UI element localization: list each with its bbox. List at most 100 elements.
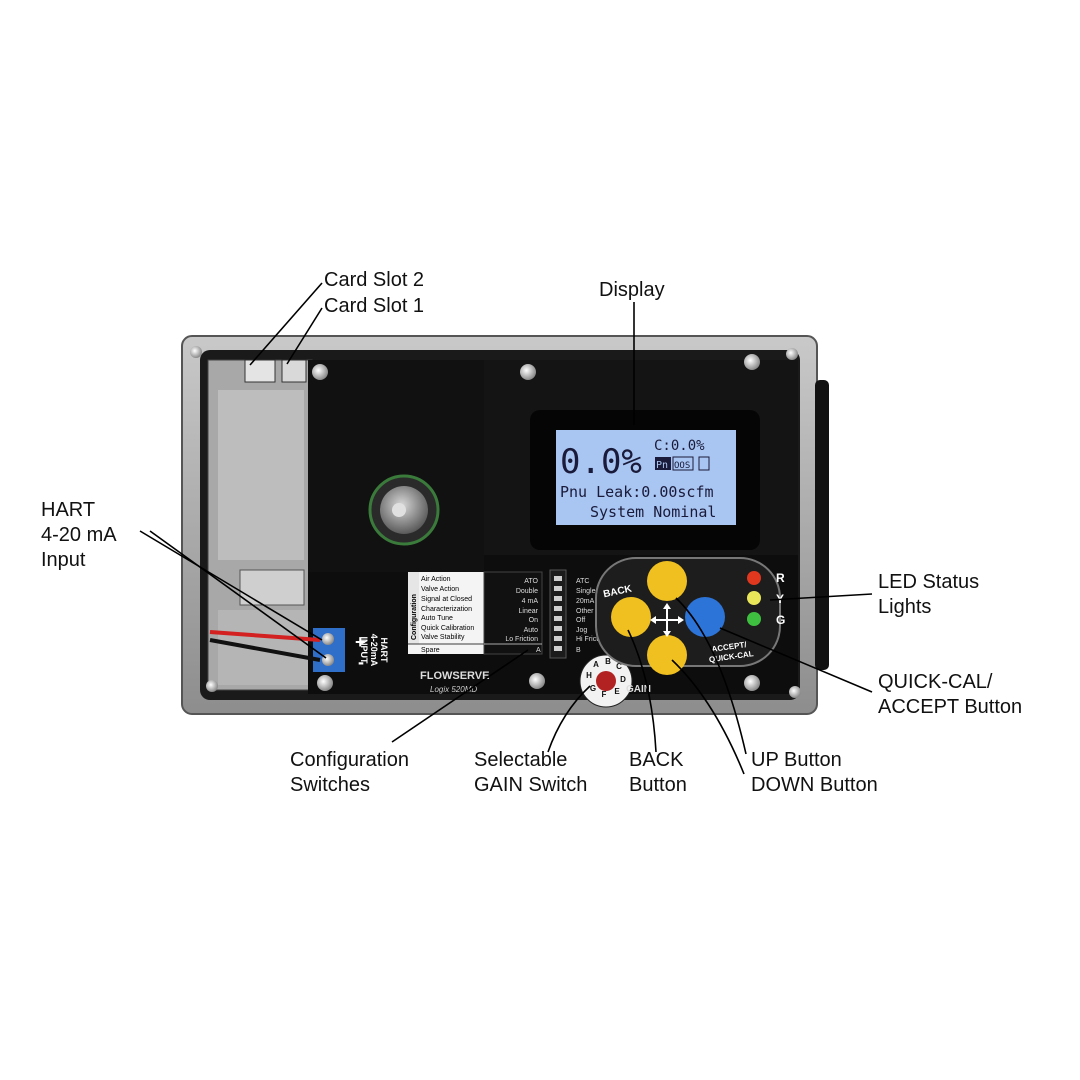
- svg-text:Hi Friction: Hi Friction: [576, 636, 608, 643]
- svg-text:R: R: [776, 571, 785, 585]
- terminal-minus: -: [358, 652, 364, 672]
- svg-text:G: G: [776, 613, 785, 627]
- callout-up-button: UP Button: [751, 749, 842, 771]
- gain-switch-knob[interactable]: [596, 671, 616, 691]
- screws: [190, 346, 801, 698]
- svg-text:20mA: 20mA: [576, 598, 595, 605]
- leader-card-slot-1: [286, 307, 323, 365]
- lcd-screen: [556, 430, 736, 525]
- move-arrows-icon: [650, 603, 684, 637]
- brand-model: Logix 520MD: [430, 685, 477, 694]
- card-slot-1: [281, 359, 307, 383]
- dip-switch-block[interactable]: [549, 569, 567, 659]
- lcd-badge-1-box: [655, 457, 671, 470]
- leader-gain: [547, 685, 591, 753]
- svg-text:Off: Off: [576, 617, 585, 624]
- input-wire-black: [209, 638, 321, 662]
- mounting-knob-pin: [392, 503, 406, 517]
- svg-text:HART: HART: [379, 638, 389, 663]
- dip-switches[interactable]: [554, 576, 562, 651]
- svg-text:Valve Stability: Valve Stability: [421, 634, 465, 641]
- leader-card-slot-2: [249, 282, 323, 366]
- leader-config: [391, 649, 529, 743]
- terminal-plus: +: [355, 632, 366, 652]
- terminal-label: HART 4-20mA INPUT: [359, 634, 389, 667]
- svg-text:Quick Calibration: Quick Calibration: [421, 625, 474, 632]
- svg-text:Other: Other: [576, 608, 594, 615]
- svg-text:Signal at Closed: Signal at Closed: [421, 596, 472, 603]
- card-slot-2: [244, 359, 276, 383]
- svg-text:E: E: [614, 687, 620, 696]
- card-bay-bracket: [239, 569, 305, 606]
- svg-text:On: On: [529, 617, 538, 624]
- leader-hart-1: [139, 530, 323, 641]
- lcd-command: C:0.0%: [654, 438, 705, 454]
- leader-up: [675, 597, 747, 755]
- callout-gain-switch: Selectable GAIN Switch: [474, 749, 588, 796]
- back-button[interactable]: [611, 597, 651, 637]
- config-heading: Configuration: [411, 594, 418, 640]
- callout-card-slot-2: Card Slot 2: [324, 269, 425, 291]
- svg-text:Auto Tune: Auto Tune: [421, 615, 453, 622]
- callout-back-button: BACK Button: [629, 749, 687, 796]
- callout-quick-cal: QUICK-CAL/ ACCEPT Button: [878, 671, 1023, 718]
- config-spare-a: A: [536, 647, 541, 654]
- lcd-badge-2-box: [672, 456, 694, 471]
- svg-text:Air Action: Air Action: [421, 576, 451, 583]
- terminal-screw-top: [322, 633, 334, 645]
- brand-name: FLOWSERVE: [420, 670, 489, 682]
- quick-cal-accept-button[interactable]: [685, 597, 725, 637]
- leader-quick-cal: [719, 627, 873, 693]
- svg-text:ATC: ATC: [576, 578, 589, 585]
- up-button[interactable]: [647, 561, 687, 601]
- callout-down-button: DOWN Button: [751, 774, 878, 796]
- svg-text:INPUT: INPUT: [359, 637, 369, 665]
- config-spare-label: Spare: [421, 647, 440, 654]
- svg-text:Linear: Linear: [519, 608, 539, 615]
- leader-lines: [139, 282, 873, 775]
- svg-text:Auto: Auto: [524, 627, 539, 634]
- leader-hart-2: [149, 530, 327, 659]
- svg-text:Lo Friction: Lo Friction: [505, 636, 538, 643]
- svg-text:C: C: [616, 662, 622, 671]
- callout-config-switches: Configuration Switches: [290, 749, 409, 796]
- leader-led: [769, 593, 873, 601]
- svg-text:Double: Double: [516, 588, 538, 595]
- led-yellow: [747, 591, 761, 605]
- callout-card-slot-1: Card Slot 1: [324, 295, 425, 317]
- svg-text:B: B: [605, 657, 611, 666]
- config-values-b: ATC Single 20mA Other Off Jog Hi Frictio…: [576, 578, 608, 643]
- svg-text:G: G: [590, 684, 596, 693]
- led-green: [747, 612, 761, 626]
- lcd-badge-1: Pn: [656, 460, 668, 471]
- gain-letters: H A B C D E F G: [586, 657, 626, 699]
- svg-text:Jog: Jog: [576, 627, 587, 634]
- config-item-labels: Air Action Valve Action Signal at Closed…: [421, 576, 474, 641]
- input-wires: [209, 630, 321, 642]
- svg-text:A: A: [593, 660, 599, 669]
- callout-display: Display: [599, 279, 665, 301]
- config-heading-bar: [408, 572, 419, 644]
- card-bay-lower: [218, 610, 308, 685]
- config-label-panel: [408, 572, 484, 654]
- svg-text:D: D: [620, 675, 626, 684]
- leader-back: [627, 629, 657, 753]
- led-red: [747, 571, 761, 585]
- lcd-badge-2: OOS: [674, 461, 690, 471]
- led-lights: [747, 571, 761, 626]
- svg-text:F: F: [602, 690, 607, 699]
- svg-text:Valve Action: Valve Action: [421, 586, 459, 593]
- config-spare-b: B: [576, 647, 581, 654]
- svg-text:4 mA: 4 mA: [522, 598, 539, 605]
- svg-text:4-20mA: 4-20mA: [369, 634, 379, 667]
- config-value-panel-a: [483, 571, 543, 655]
- lcd-position: 0.0%: [560, 442, 642, 482]
- config-values-a: ATO Double 4 mA Linear On Auto Lo Fricti…: [505, 578, 538, 643]
- callout-led-status: LED Status Lights: [878, 571, 980, 618]
- svg-text:Single: Single: [576, 588, 596, 595]
- lcd-line-3: System Nominal: [590, 503, 716, 521]
- svg-text:Characterization: Characterization: [421, 606, 472, 613]
- gain-label: GAIN: [626, 684, 651, 695]
- callout-hart-input: HART 4-20 mA Input: [41, 499, 117, 571]
